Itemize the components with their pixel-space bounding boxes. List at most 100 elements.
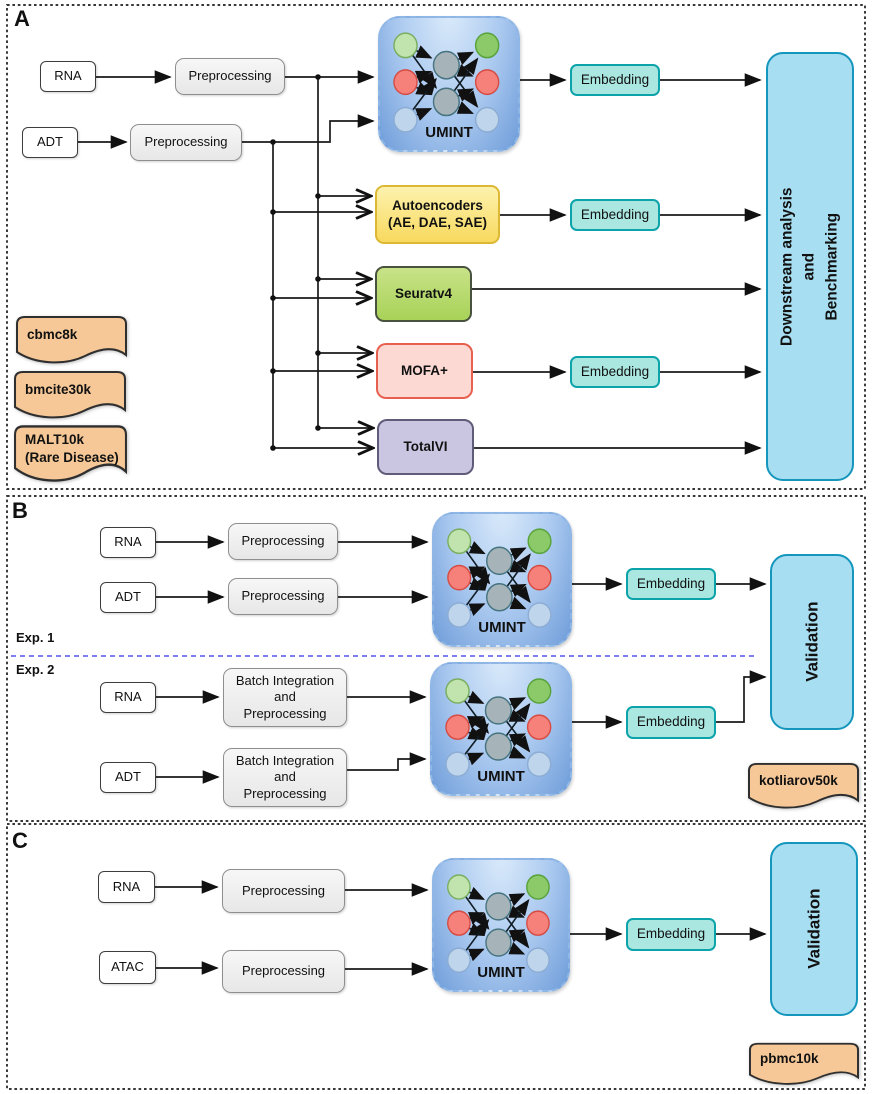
- batch-line2: and: [274, 689, 296, 705]
- preprocessing-box-a-adt: Preprocessing: [130, 124, 242, 161]
- neural-network-graphic: [440, 862, 562, 988]
- autoencoders-label-line1: Autoencoders: [392, 197, 483, 213]
- panel-a-border: [6, 4, 866, 490]
- dataset-bmcite30k: bmcite30k: [13, 370, 127, 422]
- document-shape: [748, 1042, 860, 1085]
- embedding-box-a-autoencoders: Embedding: [570, 199, 660, 231]
- downstream-line2: and: [800, 252, 818, 281]
- adt-label: ADT: [37, 134, 63, 150]
- neural-network-graphic: [440, 516, 564, 643]
- panel-a-label: A: [14, 6, 30, 31]
- dataset-cbmc8k-label: cbmc8k: [27, 327, 78, 343]
- totalvi-box: TotalVI: [377, 419, 474, 475]
- embedding-box-b1: Embedding: [626, 568, 716, 600]
- mofa-label: MOFA+: [401, 362, 448, 378]
- document-shape: [748, 762, 859, 809]
- rna-label: RNA: [114, 689, 142, 705]
- document-shape: [14, 371, 126, 419]
- rna-label: RNA: [114, 534, 142, 550]
- dataset-malt10k-line1: MALT10k: [25, 432, 85, 448]
- umint-label: UMINT: [477, 964, 525, 982]
- embedding-label: Embedding: [636, 926, 706, 942]
- validation-label: Validation: [804, 888, 824, 970]
- validation-box-b: Validation: [770, 554, 854, 730]
- neural-network-graphic: [438, 666, 564, 792]
- downstream-benchmarking-box: Downstream analysis and Benchmarking: [766, 52, 854, 481]
- panel-b-label: B: [12, 498, 28, 523]
- embedding-label: Embedding: [580, 206, 650, 222]
- umint-box-b2: UMINT: [430, 662, 572, 796]
- seuratv4-label: Seuratv4: [394, 285, 453, 301]
- adt-box-b1: ADT: [100, 582, 156, 613]
- autoencoders-label-line2: (AE, DAE, SAE): [387, 214, 487, 230]
- adt-label: ADT: [115, 769, 141, 785]
- preprocessing-label: Preprocessing: [241, 882, 326, 898]
- rna-box-b1: RNA: [100, 527, 156, 558]
- validation-box-c: Validation: [770, 842, 858, 1016]
- preprocessing-box-c-atac: Preprocessing: [222, 950, 345, 993]
- adt-box-a: ADT: [22, 127, 78, 158]
- dataset-pbmc10k-label: pbmc10k: [760, 1051, 819, 1067]
- dataset-pbmc10k: pbmc10k: [748, 1042, 860, 1088]
- mofa-box: MOFA+: [376, 343, 473, 399]
- batch-line1: Batch Integration: [235, 753, 335, 769]
- batch-line3: Preprocessing: [243, 705, 327, 721]
- batch-line2: and: [274, 769, 296, 785]
- downstream-benchmarking-label: Downstream analysis and Benchmarking: [776, 187, 843, 346]
- dataset-bmcite30k-label: bmcite30k: [25, 382, 92, 398]
- embedding-box-b2: Embedding: [626, 706, 716, 739]
- preprocessing-label: Preprocessing: [144, 134, 228, 150]
- document-shape: [16, 316, 127, 364]
- dataset-malt10k: MALT10k (Rare Disease): [13, 424, 128, 486]
- embedding-label: Embedding: [636, 575, 706, 591]
- rna-box-c: RNA: [98, 871, 155, 903]
- dataset-malt10k-line2: (Rare Disease): [25, 450, 119, 465]
- atac-box-c: ATAC: [99, 951, 156, 984]
- umint-box-a: UMINT: [378, 16, 520, 152]
- umint-box-b1: UMINT: [432, 512, 572, 647]
- atac-label: ATAC: [111, 959, 144, 975]
- preprocessing-label: Preprocessing: [241, 533, 325, 549]
- embedding-label: Embedding: [580, 71, 650, 87]
- batch-line3: Preprocessing: [243, 785, 327, 801]
- totalvi-label: TotalVI: [403, 438, 448, 454]
- umint-label: UMINT: [477, 768, 525, 786]
- embedding-label: Embedding: [636, 714, 706, 730]
- preprocessing-box-b-rna: Preprocessing: [228, 523, 338, 560]
- umint-box-c: UMINT: [432, 858, 570, 992]
- preprocessing-box-a-rna: Preprocessing: [175, 58, 285, 95]
- embedding-box-a-umint: Embedding: [570, 64, 660, 96]
- panel-c-border: [6, 823, 866, 1090]
- preprocessing-label: Preprocessing: [188, 68, 272, 84]
- preprocessing-label: Preprocessing: [241, 963, 326, 979]
- autoencoders-box: Autoencoders(AE, DAE, SAE): [375, 185, 500, 244]
- dataset-malt10k-label: MALT10k (Rare Disease): [25, 431, 119, 466]
- rna-box-a: RNA: [40, 61, 96, 92]
- panel-b-border: [6, 495, 866, 822]
- preprocessing-box-b-adt: Preprocessing: [228, 578, 338, 615]
- dataset-kotliarov50k-label: kotliarov50k: [759, 773, 838, 789]
- adt-label: ADT: [115, 589, 141, 605]
- junction-dots: [270, 74, 321, 451]
- embedding-box-c: Embedding: [626, 918, 716, 951]
- preprocessing-label: Preprocessing: [241, 588, 325, 604]
- preprocessing-box-c-rna: Preprocessing: [222, 869, 345, 913]
- umint-label: UMINT: [478, 619, 526, 637]
- exp1-label: Exp. 1: [16, 630, 55, 645]
- document-shape: [14, 425, 127, 482]
- neural-network-graphic: [386, 20, 512, 148]
- exp2-label: Exp. 2: [16, 662, 55, 677]
- batch-line1: Batch Integration: [235, 673, 335, 689]
- rna-label: RNA: [112, 878, 141, 894]
- embedding-box-a-mofa: Embedding: [570, 356, 660, 388]
- embedding-label: Embedding: [580, 363, 650, 379]
- panel-c-label: C: [12, 828, 28, 853]
- dataset-kotliarov50k: kotliarov50k: [747, 762, 860, 812]
- adt-box-b2: ADT: [100, 762, 156, 793]
- rna-box-b2: RNA: [100, 682, 156, 713]
- dataset-cbmc8k: cbmc8k: [15, 315, 128, 367]
